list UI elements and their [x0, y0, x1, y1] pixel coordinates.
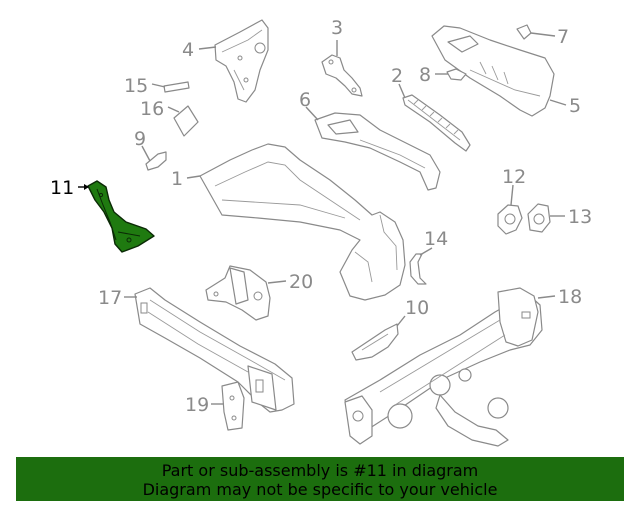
callout-1[interactable]: 1 [171, 168, 183, 190]
callout-16[interactable]: 16 [140, 98, 164, 120]
callout-10[interactable]: 10 [405, 297, 429, 319]
part-12-sensor [497, 204, 523, 235]
part-5-diffuser [431, 25, 555, 117]
callout-7[interactable]: 7 [557, 26, 569, 48]
callout-6[interactable]: 6 [299, 89, 311, 111]
callout-15[interactable]: 15 [124, 75, 148, 97]
part-8-clip [446, 68, 467, 81]
part-2-grille [402, 94, 471, 152]
part-3-bracket [321, 54, 363, 97]
banner-line-part: Part or sub-assembly is #11 in diagram [161, 461, 479, 480]
part-17-reinforcement-bar [134, 287, 295, 413]
part-1-bumper-cover [199, 143, 406, 301]
callout-labels: 1 2 3 4 5 6 7 8 9 10 11 12 13 14 15 16 1… [50, 17, 592, 416]
leaders [78, 32, 567, 405]
part-19-plate [221, 381, 245, 431]
callout-19[interactable]: 19 [185, 394, 209, 416]
callout-18[interactable]: 18 [558, 286, 582, 308]
callout-17[interactable]: 17 [98, 287, 122, 309]
part-11-highlighted[interactable] [87, 180, 155, 253]
callout-8[interactable]: 8 [419, 64, 431, 86]
part-9-bracket [145, 151, 167, 171]
callout-9[interactable]: 9 [134, 128, 146, 150]
callout-5[interactable]: 5 [569, 95, 581, 117]
callout-12[interactable]: 12 [502, 166, 526, 188]
part-6-trim [314, 112, 441, 191]
info-banner: Part or sub-assembly is #11 in diagram D… [16, 457, 624, 501]
part-13-sensor-bracket [527, 203, 551, 233]
callout-14[interactable]: 14 [424, 228, 448, 250]
part-18-tow-hitch [344, 287, 543, 447]
part-20-mount [205, 265, 271, 321]
callout-4[interactable]: 4 [182, 39, 194, 61]
callout-3[interactable]: 3 [331, 17, 343, 39]
part-4-bracket [214, 19, 269, 103]
callout-20[interactable]: 20 [289, 271, 313, 293]
part-16-plate [173, 105, 199, 137]
part-15-strip [163, 81, 190, 93]
callout-13[interactable]: 13 [568, 206, 592, 228]
callout-11[interactable]: 11 [50, 177, 74, 199]
part-10-trim [351, 323, 399, 361]
banner-line-disclaimer: Diagram may not be specific to your vehi… [142, 480, 498, 499]
part-14-strip [409, 253, 427, 285]
part-7-clip [516, 24, 532, 40]
callout-2[interactable]: 2 [391, 65, 403, 87]
